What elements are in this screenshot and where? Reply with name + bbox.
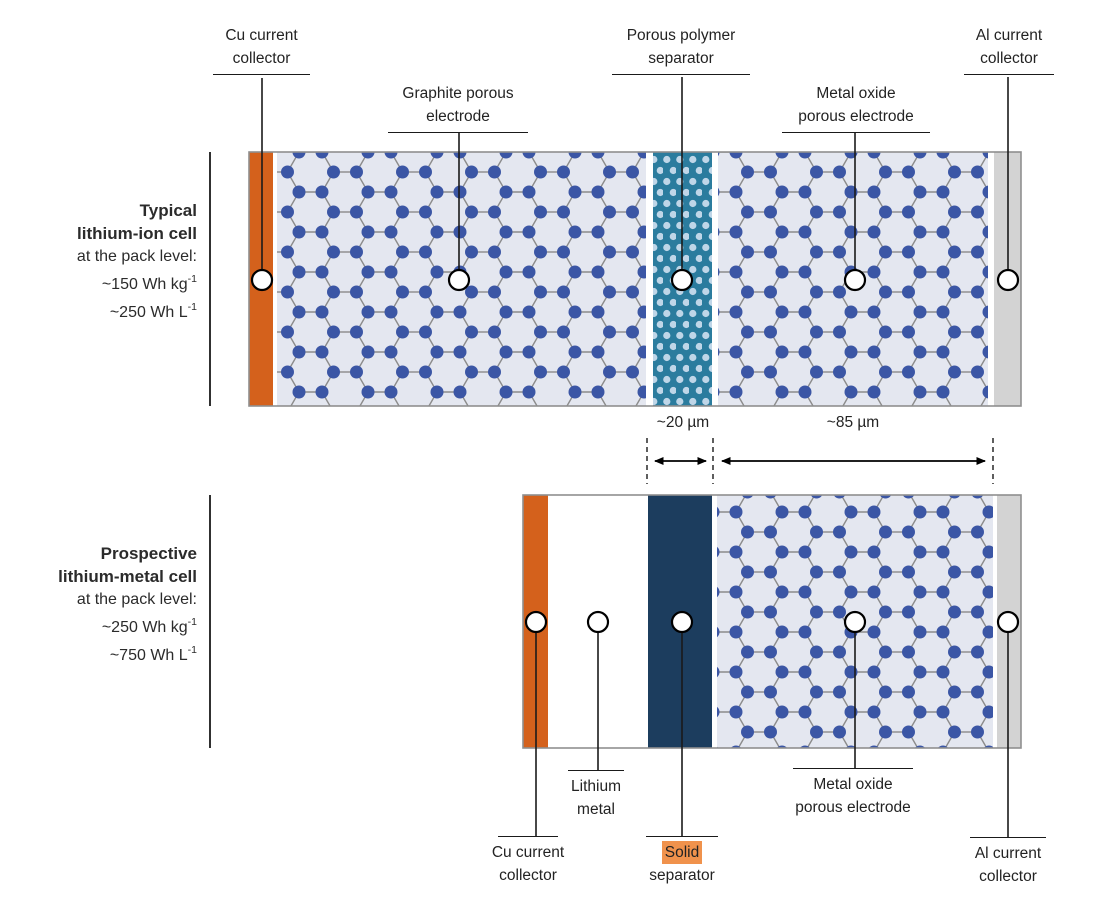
top-cell-info: Typical lithium-ion cell at the pack lev… [0,199,197,324]
callout-marker [670,268,694,292]
solid-highlight: Solid [661,841,703,864]
bottom-cell-title-line2: lithium-metal cell [58,567,197,586]
callout-marker [447,268,471,292]
bottom-cell-border [522,494,1022,749]
top-cell-stack [248,151,1022,407]
callout-marker [996,610,1020,634]
callout-marker [670,610,694,634]
bottom-cell-spec-volumetric: ~750 Wh L-1 [109,644,197,664]
bottom-cell-callouts [524,610,1020,837]
bottom-cell-subtitle: at the pack level: [76,591,197,608]
separator-width-dimension: ~20 µm [656,414,710,431]
top-cell-title-line1: Typical [139,201,197,220]
electrode-width-dimension: ~85 µm [826,414,880,431]
bottom-cell-title-line1: Prospective [100,544,197,563]
dimension-annotations [646,438,994,484]
callout-marker [996,268,1020,292]
bottom-cell-info: Prospective lithium-metal cell at the pa… [0,542,197,667]
callout-marker [250,268,274,292]
callout-marker [843,610,867,634]
label-solid-separator: Solid separator [646,836,718,887]
bottom-cell-spec-gravimetric: ~250 Wh kg-1 [101,616,197,636]
top-cell-spec-gravimetric: ~150 Wh kg-1 [101,273,197,293]
top-cell-callouts [250,77,1020,292]
callout-marker [524,610,548,634]
top-cell-border [248,151,1022,407]
callout-marker [843,268,867,292]
top-cell-spec-volumetric: ~250 Wh L-1 [109,301,197,321]
top-cell-title-line2: lithium-ion cell [77,224,197,243]
callout-marker [586,610,610,634]
top-cell-subtitle: at the pack level: [76,248,197,265]
